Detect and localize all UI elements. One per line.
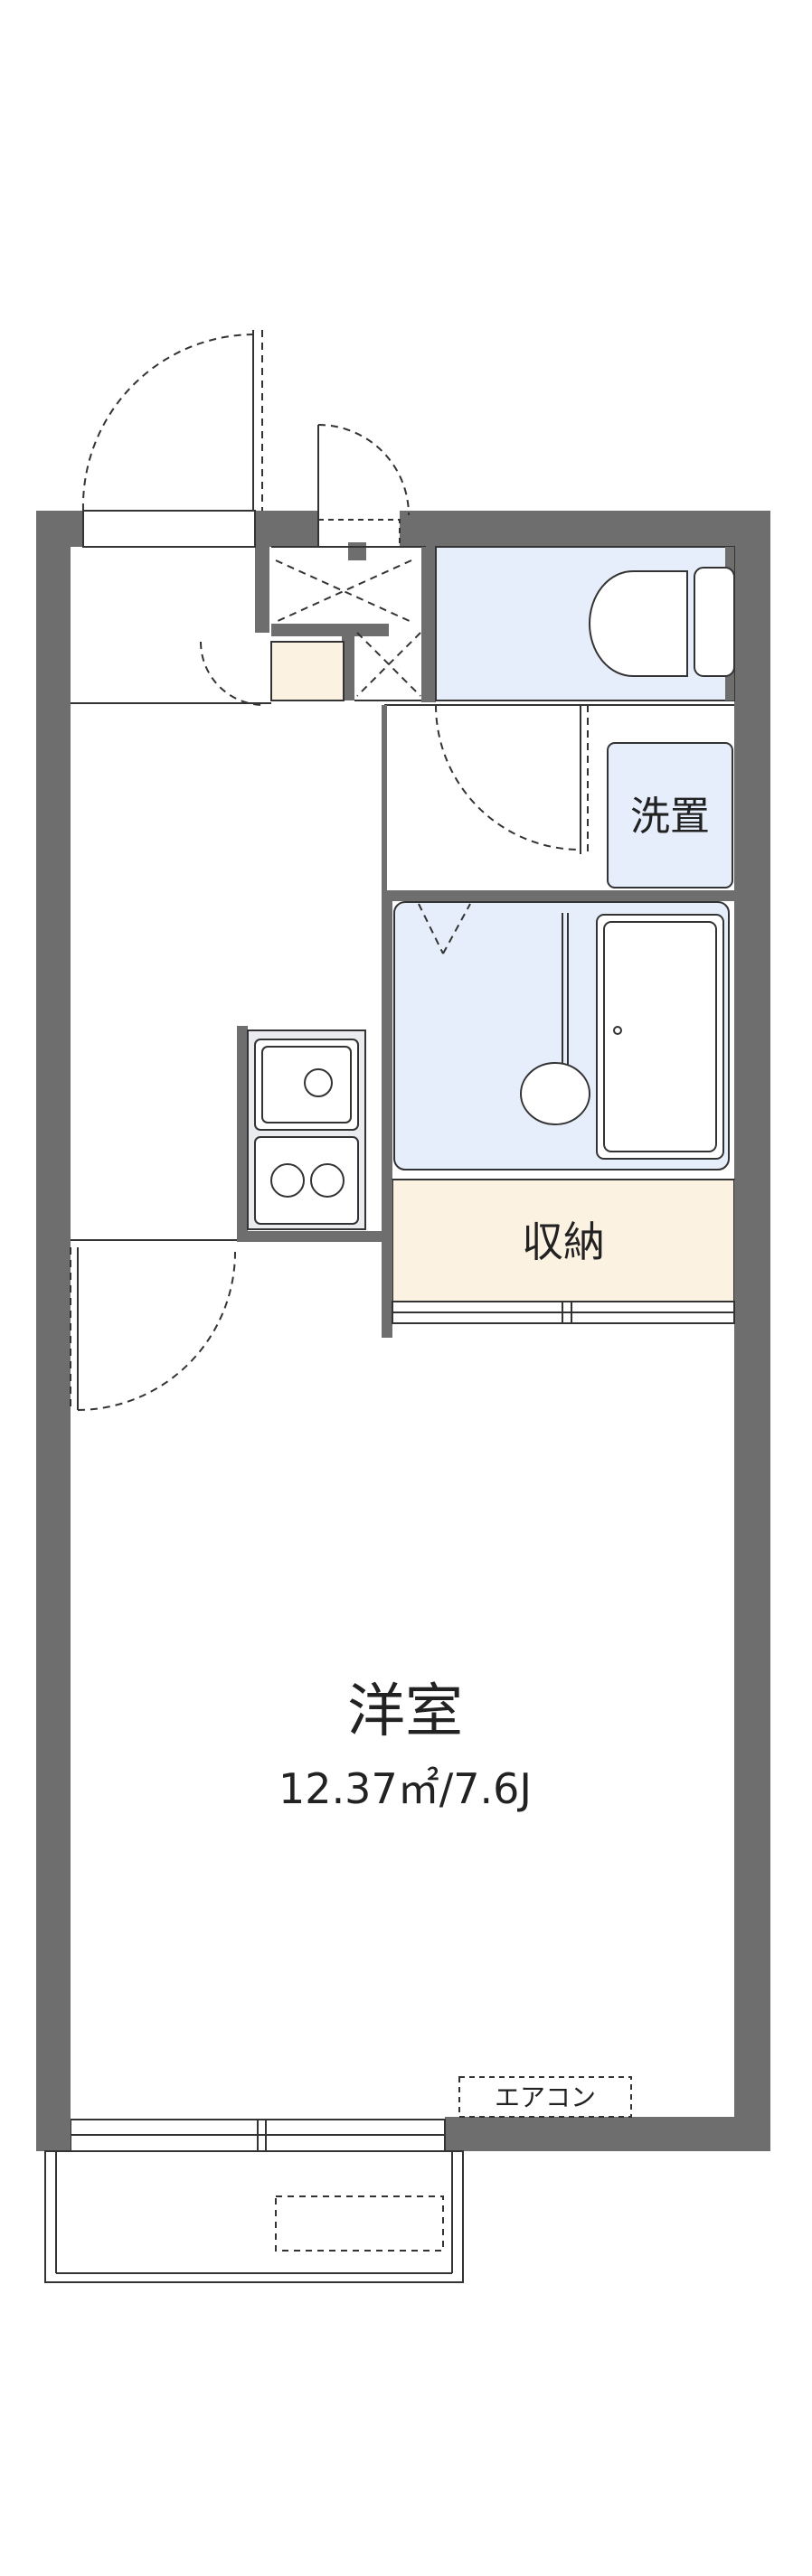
storage-label: 収納 [522,1217,605,1266]
main-room-area: 12.37㎡/7.6J [279,1764,532,1813]
aircon-label: エアコン [495,2082,596,2112]
pipe-shaft [271,542,436,702]
washroom-label: 洗置 [630,794,710,840]
toilet-door [382,704,734,890]
balcony [44,2150,464,2283]
washroom: 洗置 [607,705,741,890]
kitchen [71,1026,382,1242]
meter-box [317,424,410,548]
storage-closet: 収納 [382,1179,741,1338]
balcony-window [36,2117,446,2152]
toilet-room [435,546,735,701]
unit-bath [382,890,734,1180]
shoe-cabinet [71,641,345,706]
room-door [70,1247,236,1411]
outer-walls [36,511,770,2151]
entrance-door [81,330,263,548]
main-room-label: 洋室 [347,1678,463,1745]
aircon: エアコン [458,2076,632,2118]
